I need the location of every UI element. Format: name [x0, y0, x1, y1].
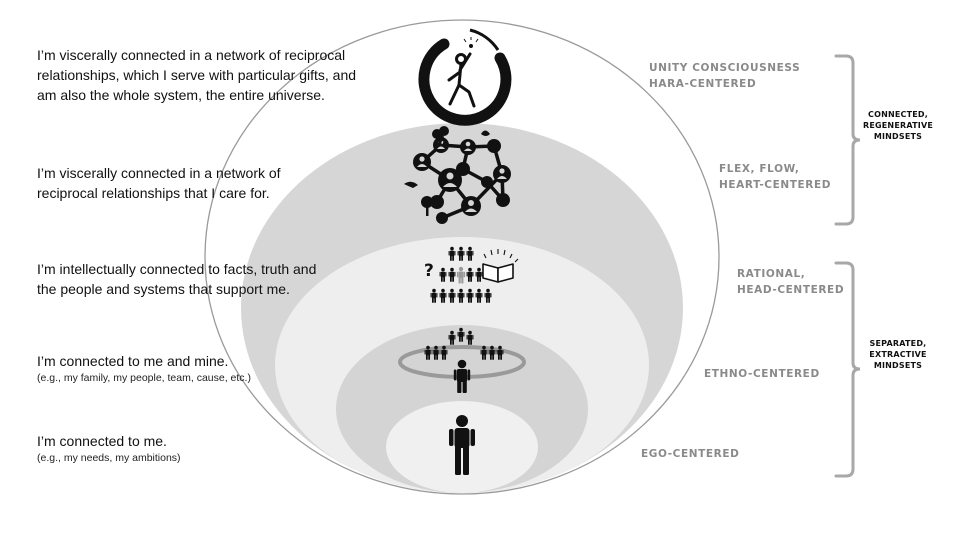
- level-label-unity: UNITY CONSCIOUSNESS HARA-CENTERED: [649, 60, 800, 92]
- statement-flex: I’m viscerally connected in a network of…: [37, 163, 281, 203]
- level-label-line: UNITY CONSCIOUSNESS: [649, 62, 801, 74]
- network-icon: [404, 126, 511, 224]
- group-label-line: MINDSETS: [873, 132, 923, 141]
- svg-text:?: ?: [424, 261, 434, 281]
- statement-ego: I’m connected to me. (e.g., my needs, my…: [37, 431, 181, 466]
- level-label-flex: FLEX, FLOW, HEART-CENTERED: [719, 161, 831, 193]
- group-label-separated: SEPARATED, EXTRACTIVE MINDSETS: [848, 338, 948, 371]
- tribe-icon: [398, 327, 526, 393]
- bracket-connected: [834, 54, 861, 226]
- level-label-line: RATIONAL,: [737, 268, 806, 280]
- statement-text: I’m intellectually connected to facts, t…: [37, 261, 317, 277]
- level-label-line: HEAD-CENTERED: [737, 284, 845, 296]
- group-label-connected: CONNECTED, REGENERATIVE MINDSETS: [848, 109, 948, 142]
- level-label-line: HEART-CENTERED: [719, 179, 832, 191]
- level-label-line: EGO-CENTERED: [641, 448, 740, 460]
- level-label-line: HARA-CENTERED: [649, 78, 757, 90]
- group-label-line: CONNECTED,: [868, 110, 928, 119]
- statement-text: am also the whole system, the entire uni…: [37, 87, 325, 103]
- group-label-line: MINDSETS: [873, 361, 923, 370]
- statement-text: reciprocal relationships that I care for…: [37, 185, 270, 201]
- level-label-line: FLEX, FLOW,: [719, 163, 800, 175]
- statement-ethno: I’m connected to me and mine. (e.g., my …: [37, 351, 251, 386]
- statement-rational: I’m intellectually connected to facts, t…: [37, 259, 316, 299]
- statement-text: I’m viscerally connected in a network of…: [37, 47, 346, 63]
- knowledge-icon: ?: [424, 246, 519, 303]
- group-label-line: EXTRACTIVE: [869, 350, 927, 359]
- level-label-ego: EGO-CENTERED: [641, 446, 739, 462]
- statement-text: I’m connected to me.: [37, 433, 167, 449]
- level-label-rational: RATIONAL, HEAD-CENTERED: [737, 266, 844, 298]
- group-label-line: SEPARATED,: [869, 339, 927, 348]
- level-label-ethno: ETHNO-CENTERED: [704, 366, 820, 382]
- statement-example: (e.g., my family, my people, team, cause…: [37, 372, 251, 384]
- level-label-line: ETHNO-CENTERED: [704, 368, 820, 380]
- statement-text: the people and systems that support me.: [37, 281, 290, 297]
- group-label-line: REGENERATIVE: [862, 121, 934, 130]
- statement-text: relationships, which I serve with partic…: [37, 67, 357, 83]
- statement-text: I’m connected to me and mine.: [37, 353, 229, 369]
- ego-person-icon: [449, 415, 475, 475]
- statement-example: (e.g., my needs, my ambitions): [37, 452, 181, 464]
- statement-unity: I’m viscerally connected in a network of…: [37, 45, 356, 105]
- statement-text: I’m viscerally connected in a network of: [37, 165, 281, 181]
- bracket-separated: [834, 261, 861, 478]
- unity-enso-icon: [418, 28, 512, 126]
